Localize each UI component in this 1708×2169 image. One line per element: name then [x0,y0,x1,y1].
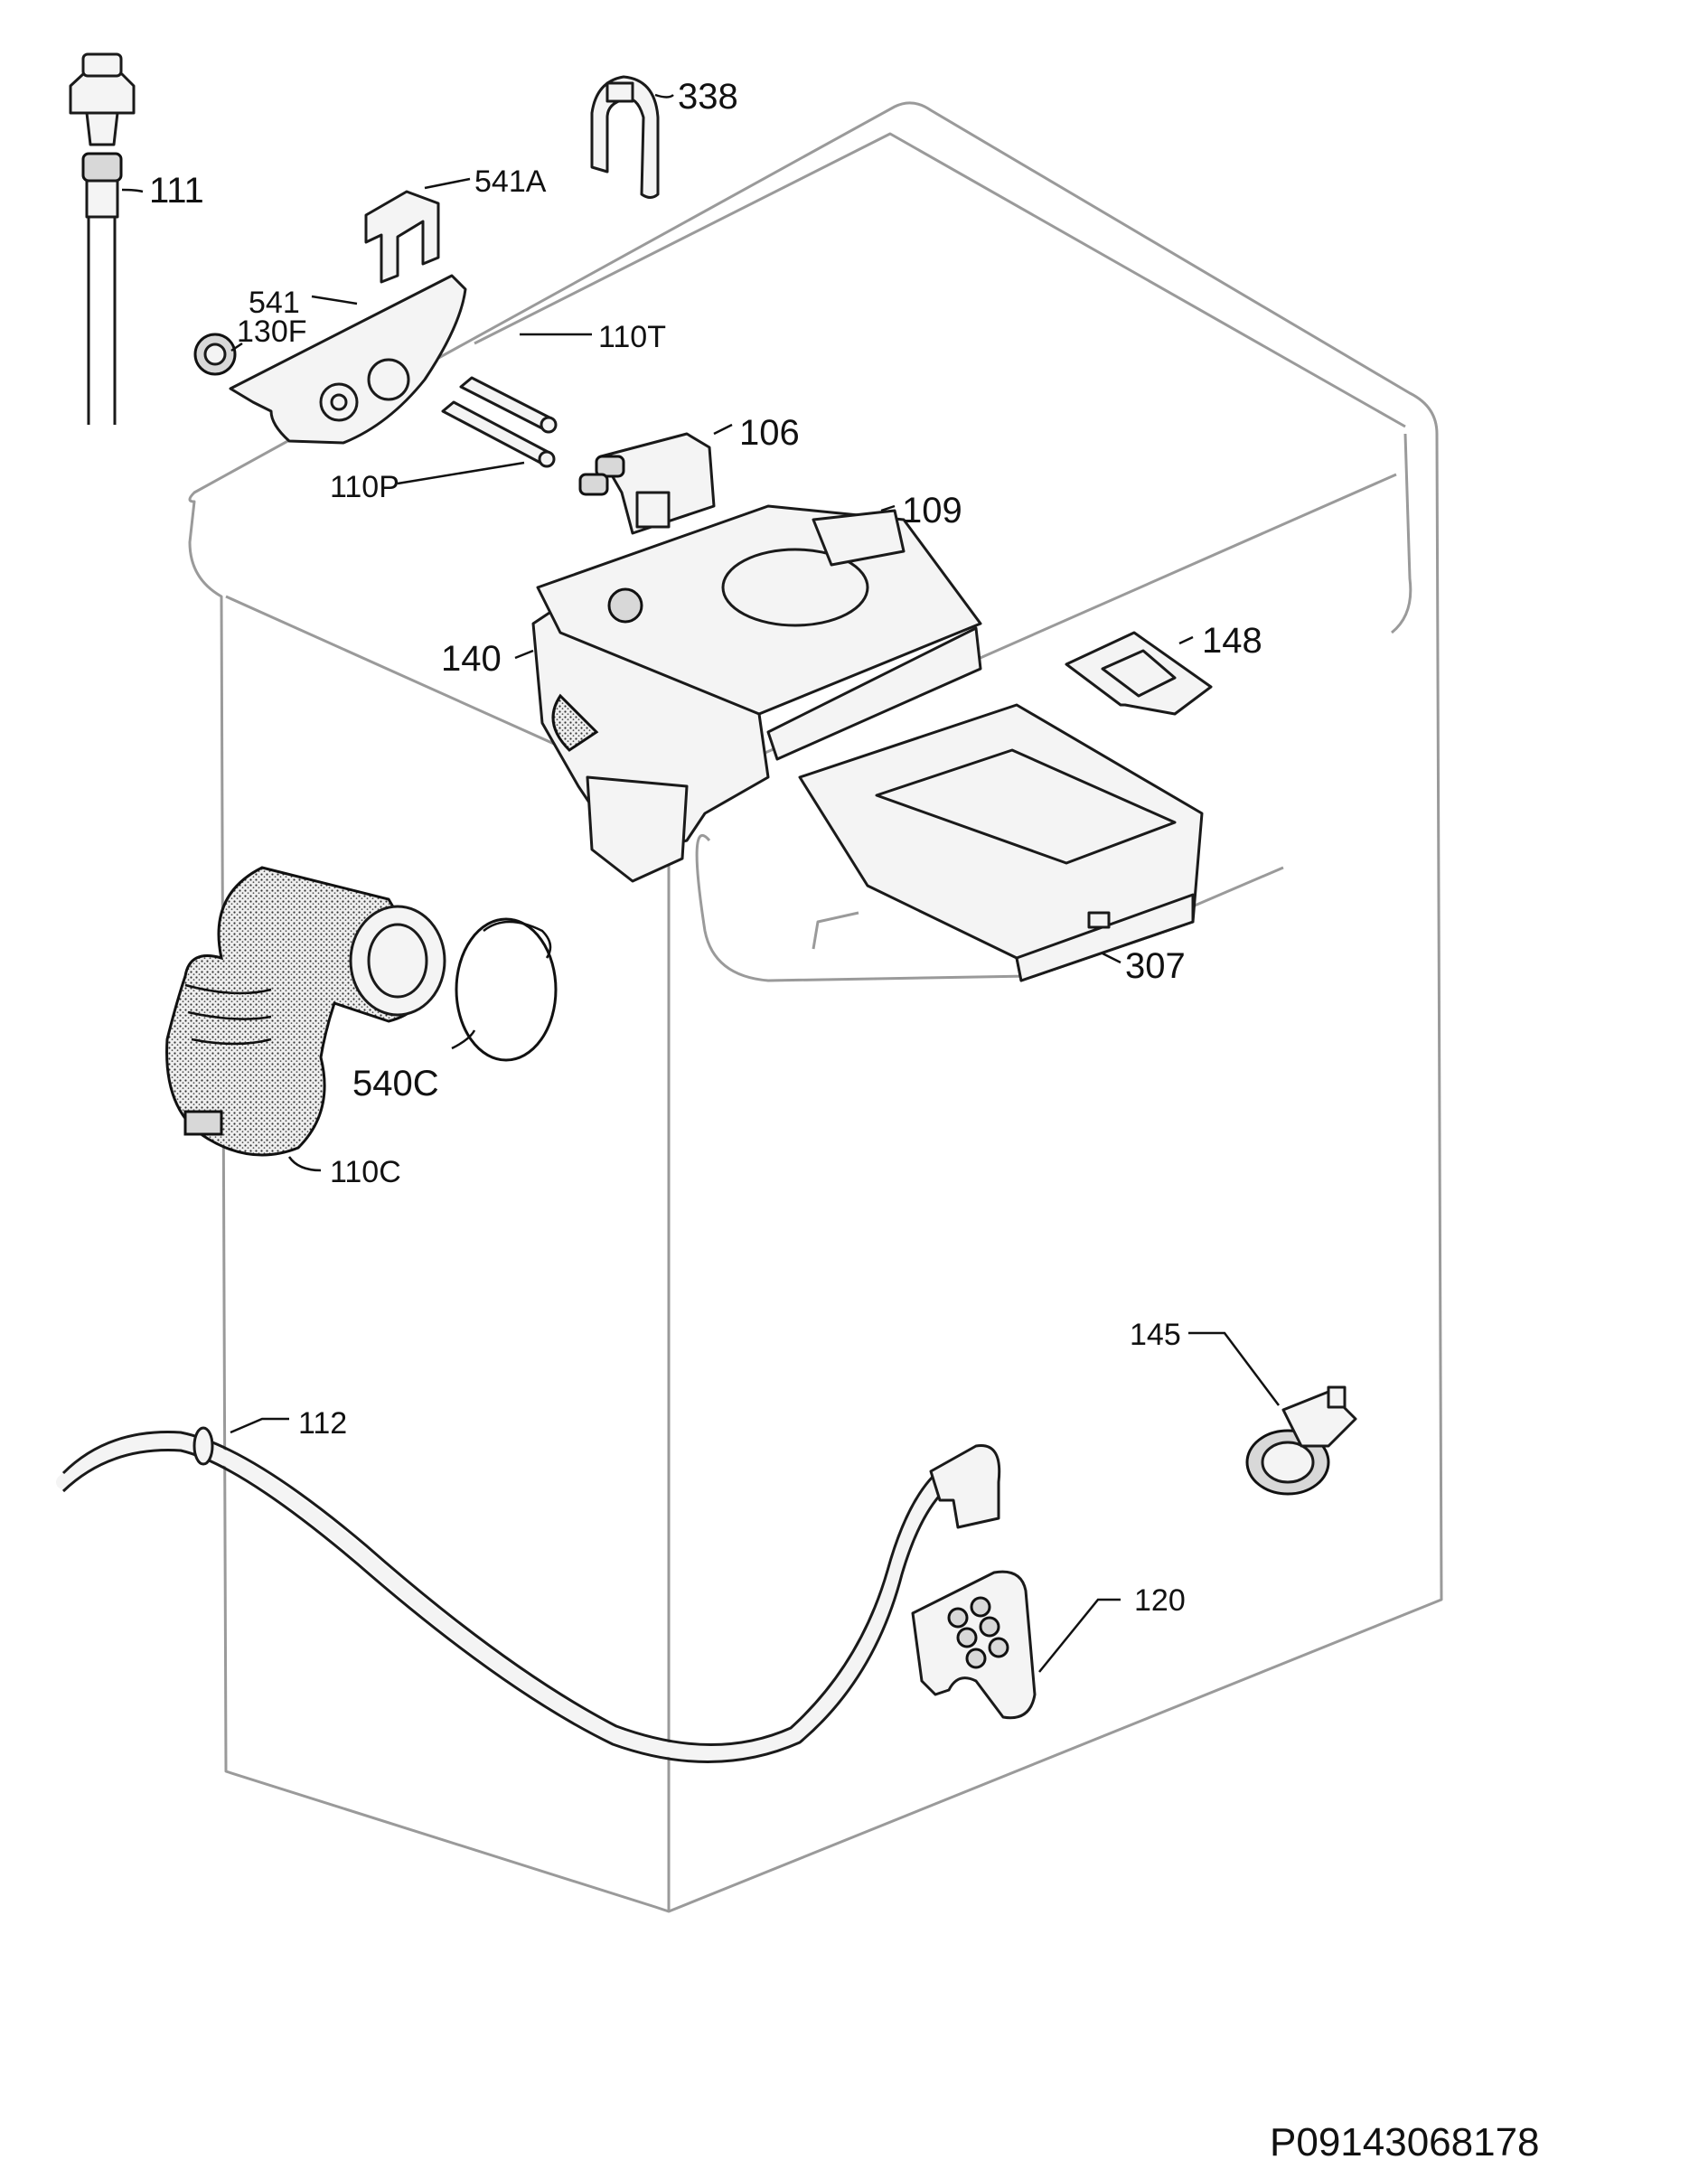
label-109: 109 [902,491,962,531]
part-109-dispenser-top[interactable] [536,504,982,761]
label-110t: 110T [598,320,666,354]
part-541a-clip[interactable] [364,190,440,284]
label-541a: 541A [474,164,547,199]
part-130f-cap[interactable] [193,333,237,376]
label-120: 120 [1134,1583,1186,1618]
label-111: 111 [149,171,204,211]
label-541: 541 [249,286,300,320]
label-307: 307 [1125,946,1186,986]
part-110c-bellows-hose[interactable] [165,866,446,1157]
label-112: 112 [298,1406,347,1441]
part-307-detergent-drawer[interactable] [798,703,1204,982]
part-111-inlet-hose[interactable] [69,52,136,425]
part-labels: 111 338 541A 541 130F 110T 106 110P 109 … [149,77,1262,1618]
diagram-code: P09143068178 [1270,2120,1540,2164]
part-110t-tube[interactable] [459,376,558,434]
label-140: 140 [441,639,502,679]
label-106: 106 [739,413,800,453]
part-110p-tube[interactable] [441,400,556,468]
part-541-bracket[interactable] [229,274,467,445]
label-540c: 540C [352,1064,439,1103]
part-148-drawer-handle[interactable] [1065,631,1213,716]
label-148: 148 [1202,621,1262,661]
leader-lines [121,93,1280,1673]
part-540c-clamp-ring[interactable] [455,917,558,1062]
part-338-clip[interactable] [590,75,660,199]
part-120-filter[interactable] [911,1570,1037,1720]
label-145: 145 [1130,1318,1181,1352]
part-145-pressure-switch[interactable] [1245,1385,1357,1496]
cabinet-outline [188,101,1443,1913]
label-338: 338 [678,77,738,117]
label-130f: 130F [237,315,307,349]
label-110p: 110P [330,470,399,504]
part-106-valve[interactable] [578,432,716,535]
label-110c: 110C [330,1155,401,1189]
part-112-drain-hose[interactable] [56,1426,1001,1763]
